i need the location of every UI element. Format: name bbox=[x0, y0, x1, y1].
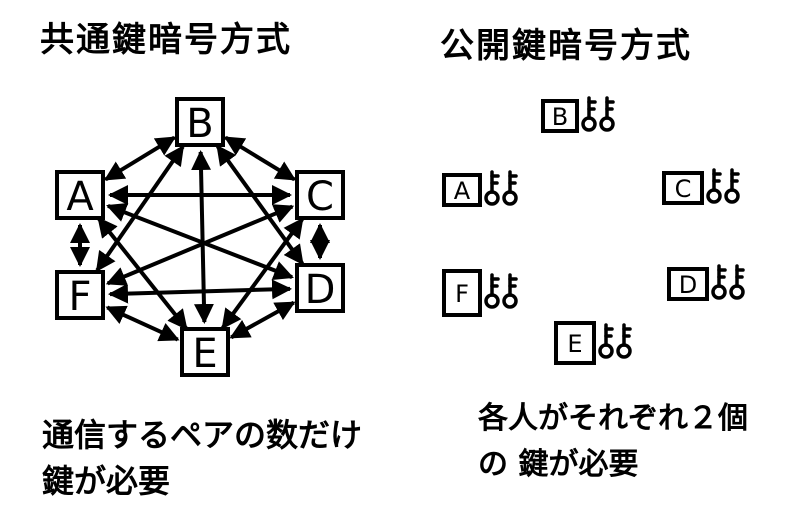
key-icon bbox=[502, 170, 518, 206]
edge-A-E bbox=[97, 216, 188, 331]
node-label: E bbox=[567, 330, 582, 358]
node-label: A bbox=[454, 177, 471, 205]
key-icon bbox=[616, 323, 632, 359]
symmetric-nodes: A B C D E F bbox=[55, 97, 345, 377]
node-box bbox=[442, 173, 482, 207]
node-box bbox=[295, 263, 345, 313]
node-B: B bbox=[175, 97, 225, 147]
node-label: B bbox=[186, 101, 213, 147]
key-icon bbox=[484, 170, 500, 206]
pub-node-A: A bbox=[442, 170, 518, 207]
key-icon bbox=[484, 273, 500, 309]
node-label: D bbox=[679, 271, 697, 299]
node-label: E bbox=[192, 331, 217, 377]
edge-D-E bbox=[229, 300, 296, 340]
node-label: F bbox=[68, 274, 91, 320]
node-box bbox=[541, 99, 579, 133]
pub-node-B: B bbox=[541, 96, 615, 133]
node-E: E bbox=[180, 327, 230, 377]
node-box bbox=[295, 170, 345, 220]
node-F: F bbox=[55, 270, 105, 320]
public-key-caption: 各人がそれぞれ２個 の 鍵が必要 bbox=[478, 401, 748, 482]
node-label: C bbox=[306, 174, 334, 220]
edge-C-F bbox=[105, 204, 295, 286]
pub-node-C: C bbox=[662, 168, 740, 205]
node-label: C bbox=[675, 175, 692, 203]
node-box bbox=[175, 97, 225, 147]
symmetric-caption: 通信するペアの数だけ 鍵が必要 bbox=[42, 416, 363, 500]
key-icon bbox=[502, 273, 518, 309]
edge-C-E bbox=[221, 217, 304, 330]
node-box bbox=[662, 171, 704, 205]
node-label: A bbox=[66, 174, 94, 220]
key-icon bbox=[599, 96, 615, 132]
key-icon bbox=[581, 96, 597, 132]
edge-B-D bbox=[215, 144, 305, 266]
public-key-title: 公開鍵暗号方式 bbox=[440, 26, 692, 66]
pub-node-F: F bbox=[442, 269, 518, 317]
node-C: C bbox=[295, 170, 345, 220]
key-icon bbox=[711, 264, 727, 300]
symmetric-edges bbox=[70, 135, 330, 342]
node-D: D bbox=[295, 263, 345, 313]
key-icon bbox=[724, 168, 740, 204]
node-A: A bbox=[55, 170, 105, 220]
node-label: D bbox=[305, 267, 336, 313]
node-box bbox=[55, 270, 105, 320]
edge-E-F bbox=[105, 305, 180, 342]
pub-node-D: D bbox=[667, 264, 745, 301]
symmetric-title: 共通鍵暗号方式 bbox=[40, 20, 292, 60]
node-box bbox=[554, 321, 596, 365]
public-key-nodes: B A C F D E bbox=[442, 96, 745, 365]
node-label: F bbox=[455, 280, 469, 308]
key-icon bbox=[598, 323, 614, 359]
node-box bbox=[442, 269, 482, 317]
edge-B-E bbox=[191, 149, 214, 325]
node-label: B bbox=[552, 103, 568, 131]
key-icon bbox=[729, 264, 745, 300]
node-box bbox=[667, 267, 709, 301]
key-icon bbox=[706, 168, 722, 204]
node-box bbox=[55, 170, 105, 220]
pub-node-E: E bbox=[554, 321, 632, 365]
edge-D-F bbox=[107, 279, 293, 304]
node-box bbox=[180, 327, 230, 377]
